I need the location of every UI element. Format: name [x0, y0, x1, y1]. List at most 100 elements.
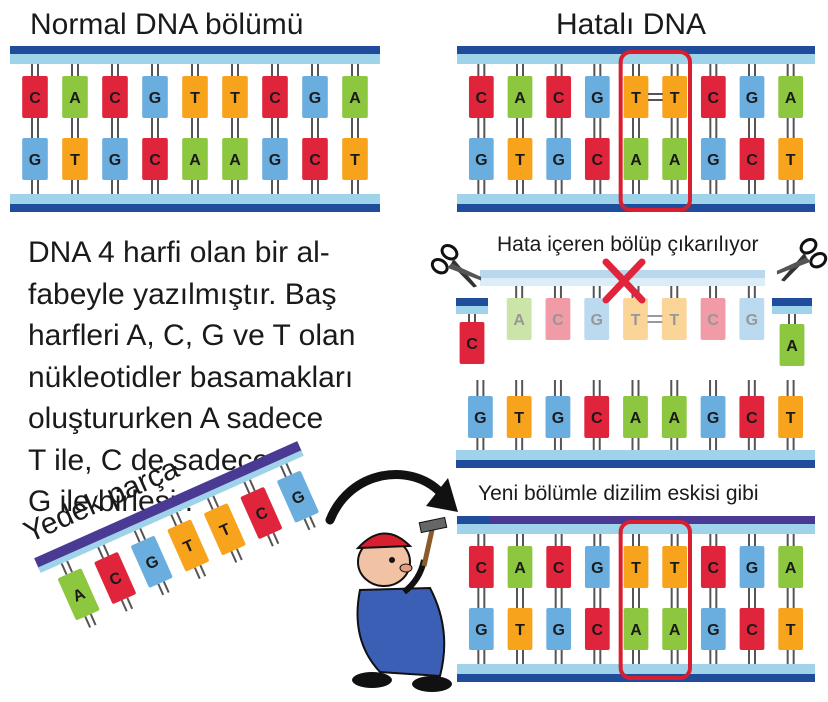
backbone — [457, 54, 815, 64]
base-block — [468, 76, 494, 118]
base-block — [584, 396, 610, 438]
base-label: G — [746, 312, 758, 329]
arrow-shaft — [325, 469, 445, 525]
base-block — [182, 138, 208, 180]
backbone — [457, 194, 815, 204]
base-label: A — [189, 152, 201, 169]
connector — [162, 581, 170, 593]
base-block — [342, 76, 368, 118]
base-block — [623, 298, 648, 340]
base-block — [662, 138, 688, 180]
cross-mark-icon — [602, 258, 646, 304]
base-label: G — [707, 410, 719, 427]
base-block — [167, 519, 209, 572]
base-label: A — [630, 622, 642, 639]
base-block — [700, 396, 726, 438]
base-block — [277, 471, 319, 523]
faulty-pair-highlight — [618, 50, 693, 212]
nucleotide-C: C — [700, 76, 726, 118]
nucleotide-A: A — [62, 76, 88, 118]
base-label: T — [631, 560, 641, 577]
base-block — [142, 76, 168, 118]
base-label: A — [669, 622, 681, 639]
nucleotide-C: C — [700, 298, 726, 340]
worker-shoe — [412, 676, 452, 692]
base-block — [507, 138, 533, 180]
base-label: A — [668, 410, 680, 427]
base-block — [623, 546, 649, 588]
arrow-icon — [325, 469, 458, 525]
base-label: T — [786, 410, 796, 427]
nucleotide-C: C — [94, 552, 136, 604]
base-label: T — [786, 152, 796, 169]
explanation-line: harfleri A, C, G ve T olan — [28, 319, 356, 352]
nucleotide-T: T — [778, 138, 804, 180]
base-block — [506, 298, 532, 340]
base-block — [459, 322, 485, 364]
base-label: A — [630, 152, 642, 169]
nucleotide-T: T — [661, 298, 687, 340]
base-label: T — [515, 622, 525, 639]
scissors-handle — [430, 257, 449, 275]
base-block — [468, 546, 494, 588]
connector — [243, 481, 251, 494]
backbone — [10, 54, 380, 64]
base-block — [778, 546, 804, 588]
removal-caption: Hata içeren bölüp çıkarılıyor — [497, 233, 759, 256]
base-label: C — [708, 90, 720, 107]
nucleotide-G: G — [468, 608, 494, 650]
worker-cap — [355, 532, 413, 550]
nucleotide-T: T — [62, 138, 88, 180]
hammer-head — [418, 516, 448, 534]
base-label: T — [230, 90, 240, 107]
base-label: C — [29, 90, 41, 107]
base-label: A — [514, 90, 526, 107]
base-block — [662, 608, 688, 650]
base-block — [661, 396, 687, 438]
base-block — [739, 396, 765, 438]
base-label: C — [476, 560, 488, 577]
nucleotide-C: C — [739, 396, 765, 438]
base-label: G — [590, 312, 602, 329]
base-label: G — [552, 410, 564, 427]
nucleotide-T: T — [662, 76, 688, 118]
nucleotide-A: A — [662, 138, 688, 180]
nucleotide-T: T — [507, 608, 533, 650]
base-block — [700, 76, 726, 118]
base-label: A — [669, 152, 681, 169]
nucleotide-G: G — [584, 298, 610, 340]
nucleotide-T: T — [623, 546, 649, 588]
nucleotide-T: T — [662, 546, 688, 588]
base-block — [662, 76, 688, 118]
base-block — [58, 568, 100, 620]
base-block — [778, 396, 804, 438]
base-block — [546, 608, 572, 650]
base-label: C — [552, 312, 564, 329]
base-block — [662, 546, 688, 588]
base-label: C — [708, 560, 720, 577]
base-block — [778, 138, 804, 180]
base-label: C — [553, 90, 565, 107]
nucleotide-T: T — [182, 76, 208, 118]
base-block — [546, 138, 572, 180]
base-block — [131, 536, 173, 588]
nucleotide-G: G — [584, 546, 610, 588]
repaired-pair-highlight — [618, 520, 693, 680]
nucleotide-G: G — [22, 138, 48, 180]
base-block — [545, 396, 571, 438]
base-label: C — [746, 410, 758, 427]
base-label: T — [70, 152, 80, 169]
backbone — [456, 460, 815, 468]
scissors-icon — [430, 244, 482, 288]
explanation-line: oluştururken A sadece — [28, 402, 324, 435]
base-label: C — [149, 152, 161, 169]
base-block — [739, 608, 765, 650]
base-label: G — [474, 410, 486, 427]
base-block — [62, 76, 88, 118]
connector — [126, 597, 134, 610]
nucleotide-A: A — [623, 608, 649, 650]
base-block — [546, 76, 572, 118]
base-block — [222, 138, 248, 180]
nucleotide-T: T — [778, 608, 804, 650]
